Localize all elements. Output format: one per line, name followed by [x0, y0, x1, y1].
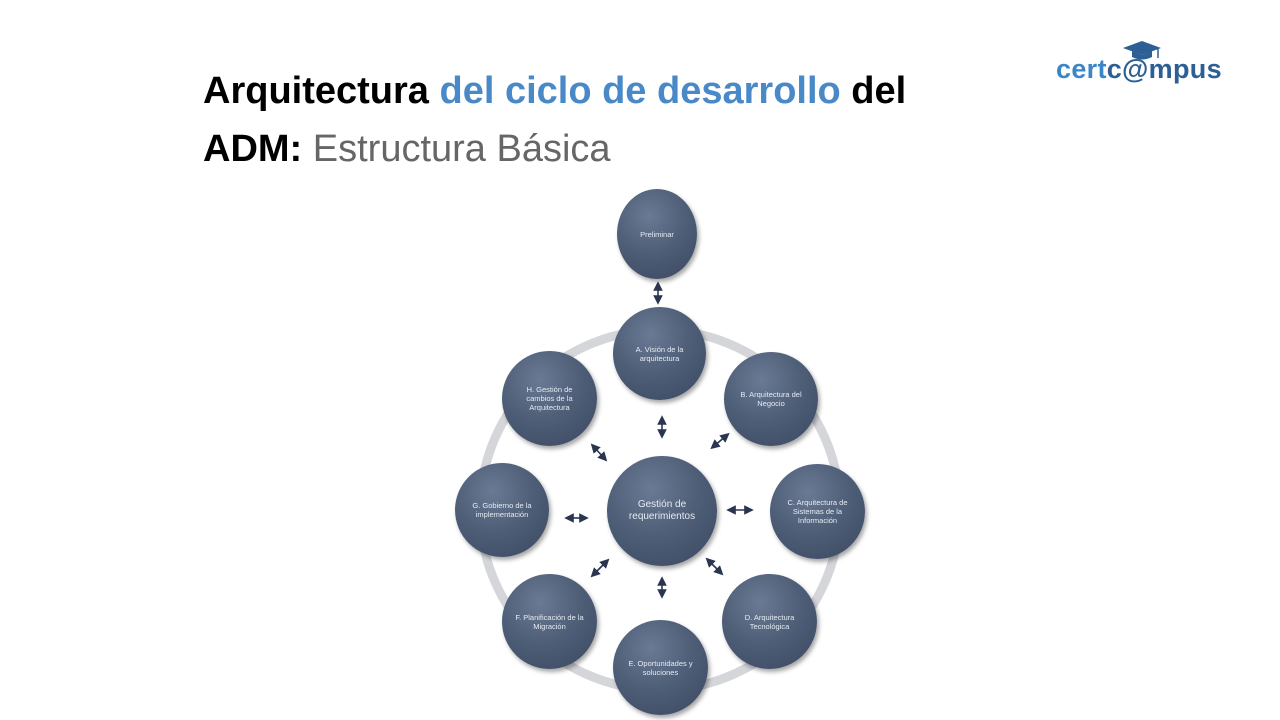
title-part-4: ADM:: [203, 128, 303, 170]
arrow-center-d: [705, 557, 724, 576]
arrow-center-h: [590, 443, 608, 462]
node-a-vision-arquitectura: A. Visión de la arquitectura: [613, 307, 706, 400]
node-f-planificacion-migracion: F. Planificación de la Migración: [502, 574, 597, 669]
arrow-center-b: [710, 432, 730, 450]
slide-title: Arquitectura del ciclo de desarrollo del…: [203, 62, 906, 178]
connector-arrows: [564, 281, 754, 599]
title-part-5: Estructura Básica: [302, 128, 611, 170]
title-part-1: Arquitectura: [203, 70, 440, 112]
arrow-center-f: [590, 558, 610, 578]
node-c-arquitectura-sistemas: C. Arquitectura de Sistemas de la Inform…: [770, 464, 865, 559]
node-preliminar: Preliminar: [617, 189, 697, 279]
title-part-2: del ciclo de desarrollo: [439, 70, 841, 112]
node-g-gobierno-implementacion: G. Gobierno de la implementación: [455, 463, 549, 557]
node-gestion-requerimientos: Gestión de requerimientos: [607, 456, 717, 566]
node-d-arquitectura-tecnologica: D. Arquitectura Tecnológica: [722, 574, 817, 669]
node-b-arquitectura-negocio: B. Arquitectura del Negocio: [724, 352, 818, 446]
graduation-cap-icon: [1123, 41, 1161, 60]
title-part-3: del: [840, 70, 907, 112]
certcampus-logo: certc@mpus: [1056, 40, 1236, 90]
node-h-gestion-cambios: H. Gestión de cambios de la Arquitectura: [502, 351, 597, 446]
node-e-oportunidades-soluciones: E. Oportunidades y soluciones: [613, 620, 708, 715]
logo-text: certc@mpus: [1056, 54, 1222, 84]
